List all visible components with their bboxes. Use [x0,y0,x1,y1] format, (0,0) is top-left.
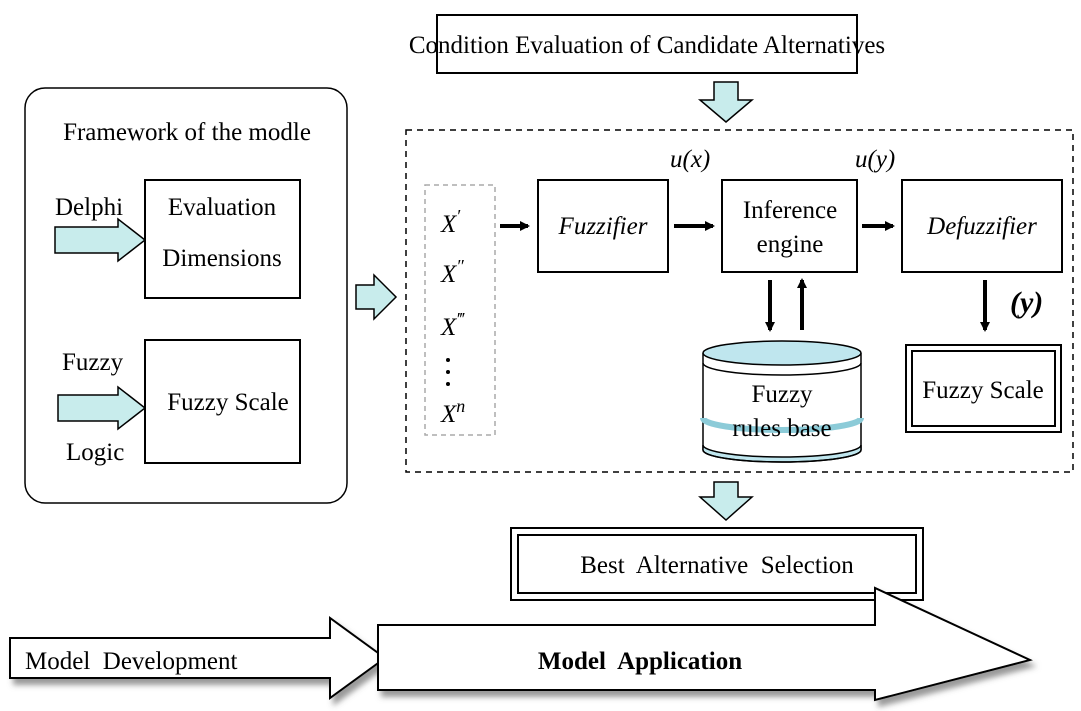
ux-label: u(x) [670,146,710,173]
condition-evaluation-node: Condition Evaluation of Candidate Altern… [409,14,885,74]
fuzzy-logic-block-arrow [57,385,147,431]
input-x1: X′ [440,206,461,238]
evaluation-line-2: Dimensions [162,245,281,272]
uy-label: u(y) [855,146,895,173]
ellipsis-dot-3 [446,382,450,386]
evaluation-dimensions-box [144,179,301,299]
input-xn: Xn [440,396,465,428]
inference-engine-node: Inference engine [721,179,858,273]
ellipsis-dot-2 [446,370,450,374]
fuzzy-scale-output-label: Fuzzy Scale [922,377,1043,404]
defuzzifier-label: Defuzzifier [926,213,1037,240]
block-arrow-right-middle [355,273,398,321]
block-arrow-down-bottom [698,481,754,522]
model-application-label: Model Application [538,648,742,675]
best-alternative-selection-node: Best Alternative Selection [510,527,924,601]
ellipsis-dot-1 [446,358,450,362]
fuzzy-label: Fuzzy [62,349,124,376]
inference-line-2: engine [757,231,824,258]
model-development-label: Model Development [25,648,238,675]
evaluation-line-1: Evaluation [168,194,277,221]
input-variables: X′ X″ X‴ Xn [424,184,496,436]
defuzzifier-node: Defuzzifier [901,179,1063,273]
framework-panel: Framework of the modle Delphi Evaluation… [24,87,348,504]
model-application-arrow: Model Application [377,586,1033,702]
fuzzy-scale-output-node: Fuzzy Scale [905,344,1062,433]
delphi-label: Delphi [55,194,123,221]
fuzzy-rules-base-node: Fuzzy rules base [700,340,864,463]
inference-line-1: Inference [743,197,837,224]
fuzzy-scale-box-left [144,339,301,464]
rules-line-2: rules base [732,415,831,442]
condition-evaluation-label: Condition Evaluation of Candidate Altern… [409,32,885,59]
framework-title: Framework of the modle [63,119,311,146]
logic-label: Logic [66,439,124,466]
fuzzifier-label: Fuzzifier [558,213,648,240]
model-development-arrow: Model Development [9,616,387,700]
block-arrow-down-top [697,81,755,123]
input-x2: X″ [440,256,464,288]
rules-line-1: Fuzzy [751,381,813,408]
delphi-block-arrow [54,217,147,263]
best-selection-label: Best Alternative Selection [580,552,854,579]
input-x3: X‴ [440,309,465,341]
fuzzy-scale-left-label: Fuzzy Scale [167,389,288,416]
fuzzifier-node: Fuzzifier [537,179,669,273]
y-output-label: (y) [1010,286,1043,319]
fuzzy-system-region: X′ X″ X‴ Xn Fuzzifier u(x) Inference eng… [405,129,1074,473]
